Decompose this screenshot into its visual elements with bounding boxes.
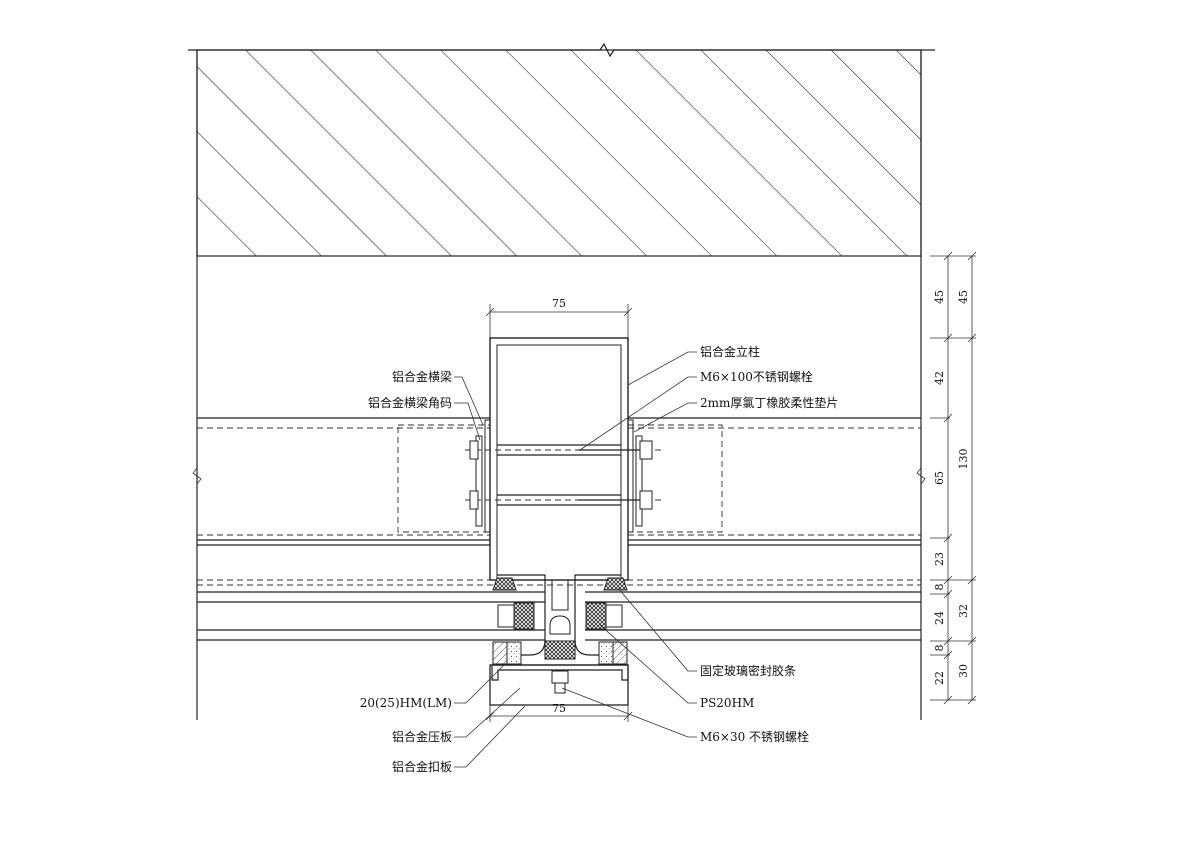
label-cover-plate: 铝合金扣板: [392, 759, 452, 774]
m6x100-bolts: [465, 440, 665, 510]
label-pressure-plate: 铝合金压板: [392, 729, 452, 744]
label-transom-bracket: 铝合金横梁角码: [368, 395, 452, 410]
glass-panels: [197, 591, 921, 641]
dim-inner-1: 42: [933, 371, 946, 385]
boundary-lines: [192, 50, 926, 720]
label-glass-seal: 固定玻璃密封胶条: [700, 663, 796, 678]
dimension-bottom: 75: [485, 702, 633, 722]
transom-beams: [197, 417, 921, 586]
dim-plate-width: 75: [552, 702, 566, 715]
leader-lines: [454, 351, 697, 768]
label-bolt-m6x100: M6×100不锈钢螺栓: [700, 369, 813, 384]
mullion: [489, 337, 629, 656]
pressure-and-cover-plate: [489, 664, 629, 706]
dim-outer-1: 130: [957, 449, 970, 470]
dim-inner-6: 8: [933, 645, 946, 652]
dim-inner-2: 65: [933, 471, 946, 485]
spacer-blocks: [492, 641, 628, 665]
label-gasket: 2mm厚氯丁橡胶柔性垫片: [700, 395, 838, 410]
label-bolt-m6x30: M6×30 不锈钢螺栓: [700, 729, 809, 744]
dim-outer-2: 32: [957, 604, 970, 618]
dim-outer-3: 30: [957, 664, 970, 678]
dim-mullion-width: 75: [552, 297, 566, 310]
dim-outer-0: 45: [957, 290, 970, 304]
label-mullion: 铝合金立柱: [700, 344, 760, 359]
label-transom: 铝合金横梁: [392, 369, 452, 384]
label-spacer: 20(25)HM(LM): [360, 696, 452, 710]
dimension-chain-right: 45 42 65 23 8 24 8 22 45 130 32 30: [930, 251, 977, 705]
concrete-slab: [188, 42, 935, 257]
dim-inner-0: 45: [933, 290, 946, 304]
dim-inner-5: 24: [933, 611, 946, 625]
dim-inner-3: 23: [933, 552, 946, 566]
dim-inner-4: 8: [933, 584, 946, 591]
dim-inner-7: 22: [933, 671, 946, 685]
dimension-top: 75: [485, 297, 633, 338]
label-ps20hm: PS20HM: [700, 696, 754, 710]
glass-seal-strips: [492, 577, 628, 660]
